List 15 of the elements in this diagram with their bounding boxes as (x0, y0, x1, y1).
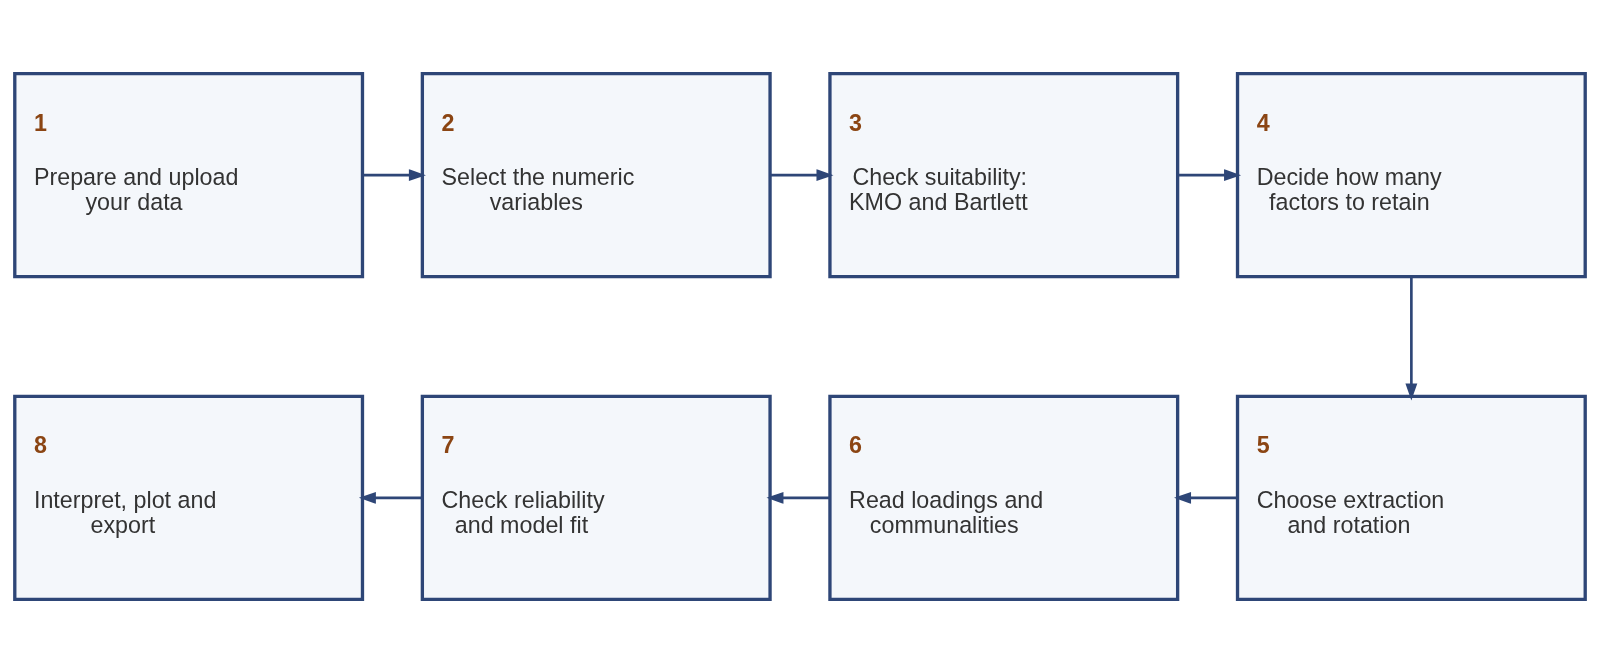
node-box: 8 Interpret, plot and export (13, 394, 365, 601)
node-box: 7 Check reliability and model fit (420, 394, 772, 601)
node-box: 2 Select the numeric variables (420, 71, 772, 278)
node-box: 3 Check suitability: KMO and Bartlett (828, 71, 1180, 278)
node-box: 5 Choose extraction and rotation (1235, 394, 1587, 601)
arrow (1405, 276, 1418, 400)
arrow (770, 168, 834, 181)
arrow (1178, 168, 1242, 181)
arrow (1174, 491, 1237, 504)
arrow (362, 168, 426, 181)
arrow (766, 491, 830, 504)
node-box: 4 Decide how many factors to retain (1235, 71, 1587, 278)
arrow (358, 491, 422, 504)
node-box: 6 Read loadings and communalities (828, 394, 1180, 601)
node-box: 1 Prepare and upload your data (13, 71, 365, 278)
